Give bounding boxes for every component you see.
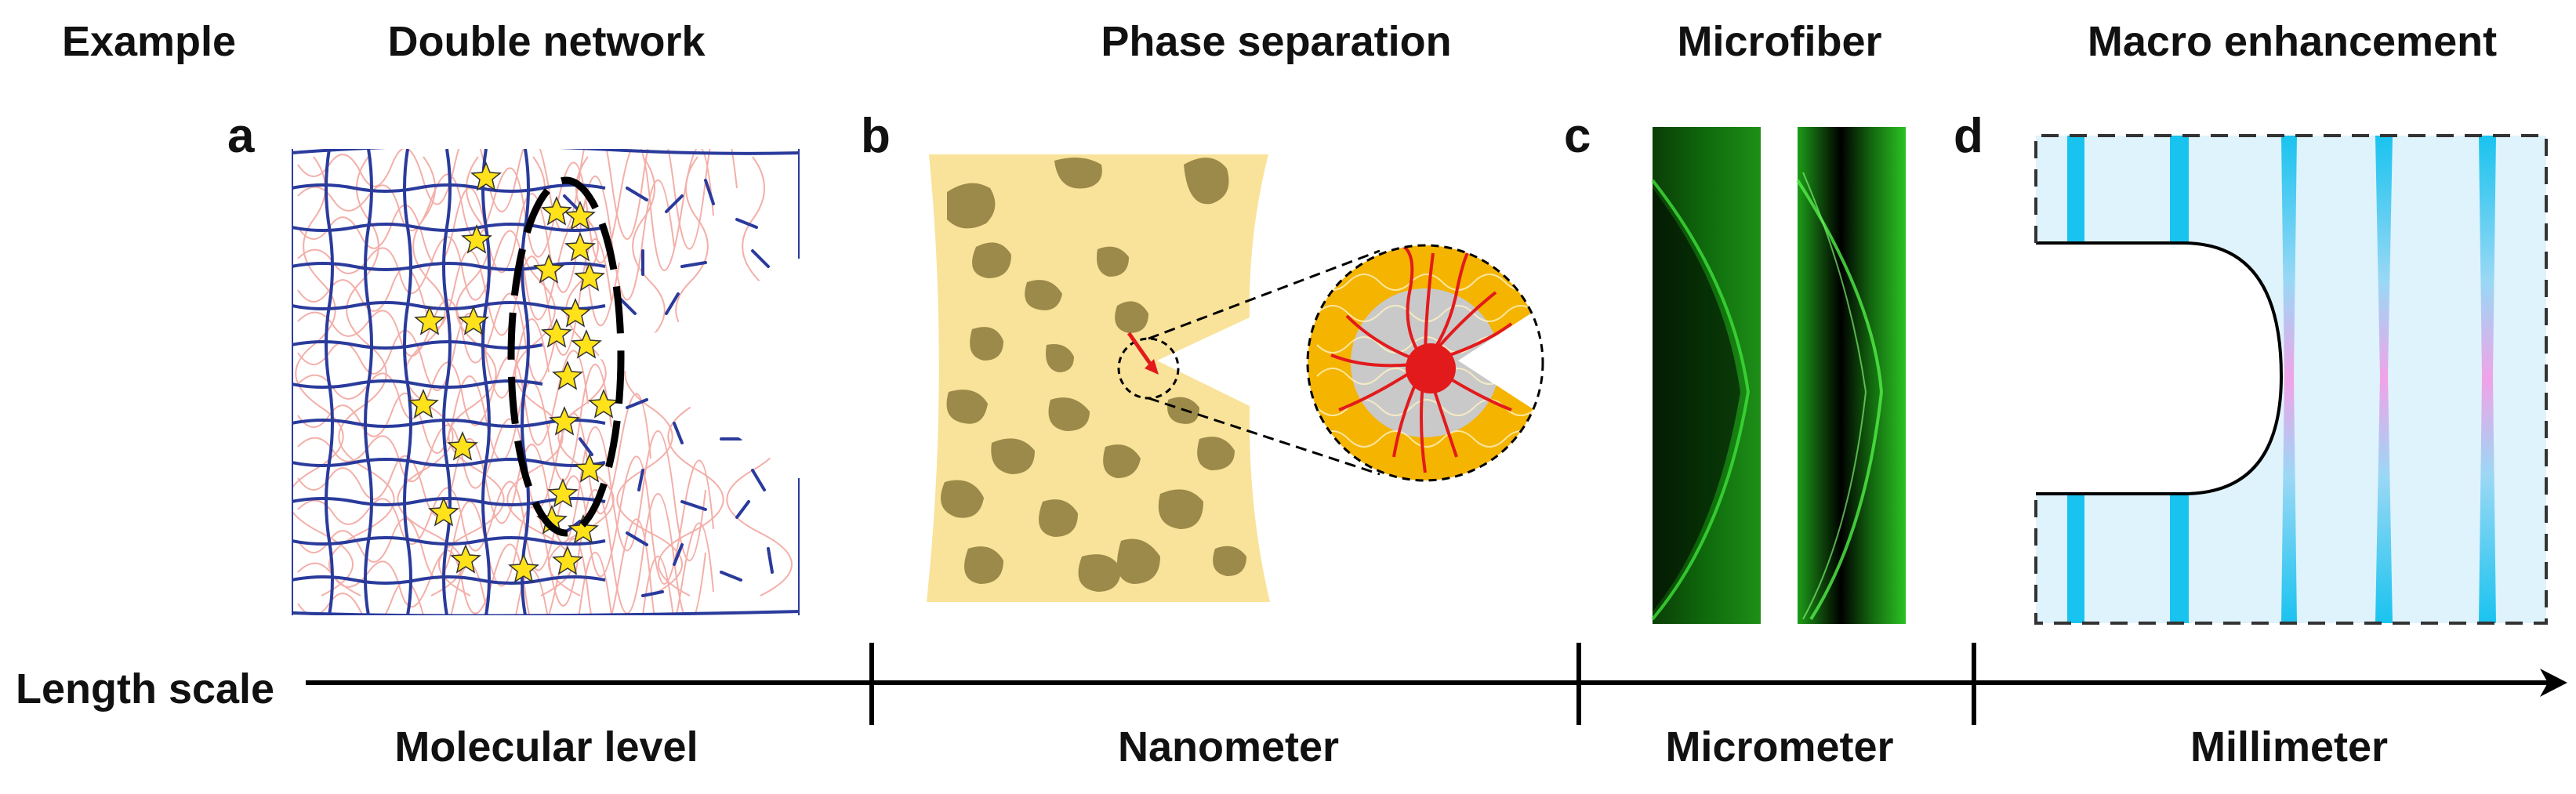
axis-label: Length scale [16, 665, 275, 712]
star-markers [408, 161, 619, 583]
zoom-inset [1308, 245, 1543, 480]
panel-label-a: a [227, 109, 255, 163]
panel-label-b: b [861, 109, 891, 163]
hard-phase-particles [941, 158, 1246, 592]
panel-label-d: d [1954, 109, 1983, 163]
header-example: Example [61, 18, 237, 65]
phase-separation-diagram [927, 154, 1544, 602]
double-network-diagram [292, 149, 800, 615]
header-double-network: Double network [387, 18, 706, 65]
level-molecular: Molecular level [394, 723, 698, 770]
damage-zone-ellipse [507, 176, 625, 537]
header-macro-enhancement: Macro enhancement [2087, 18, 2498, 65]
macro-enhancement-diagram [2034, 134, 2548, 625]
level-millimeter: Millimeter [2190, 723, 2389, 770]
microfiber-image-right [1798, 127, 1906, 624]
arrow-head-icon [2540, 669, 2567, 697]
level-nanometer: Nanometer [1117, 723, 1340, 770]
microfiber-images [1651, 127, 1906, 624]
header-phase-separation: Phase separation [1101, 18, 1452, 65]
level-micrometer: Micrometer [1665, 723, 1894, 770]
panel-label-c: c [1564, 109, 1591, 163]
length-scale-axis [306, 643, 2567, 725]
header-microfiber: Microfiber [1677, 18, 1882, 65]
